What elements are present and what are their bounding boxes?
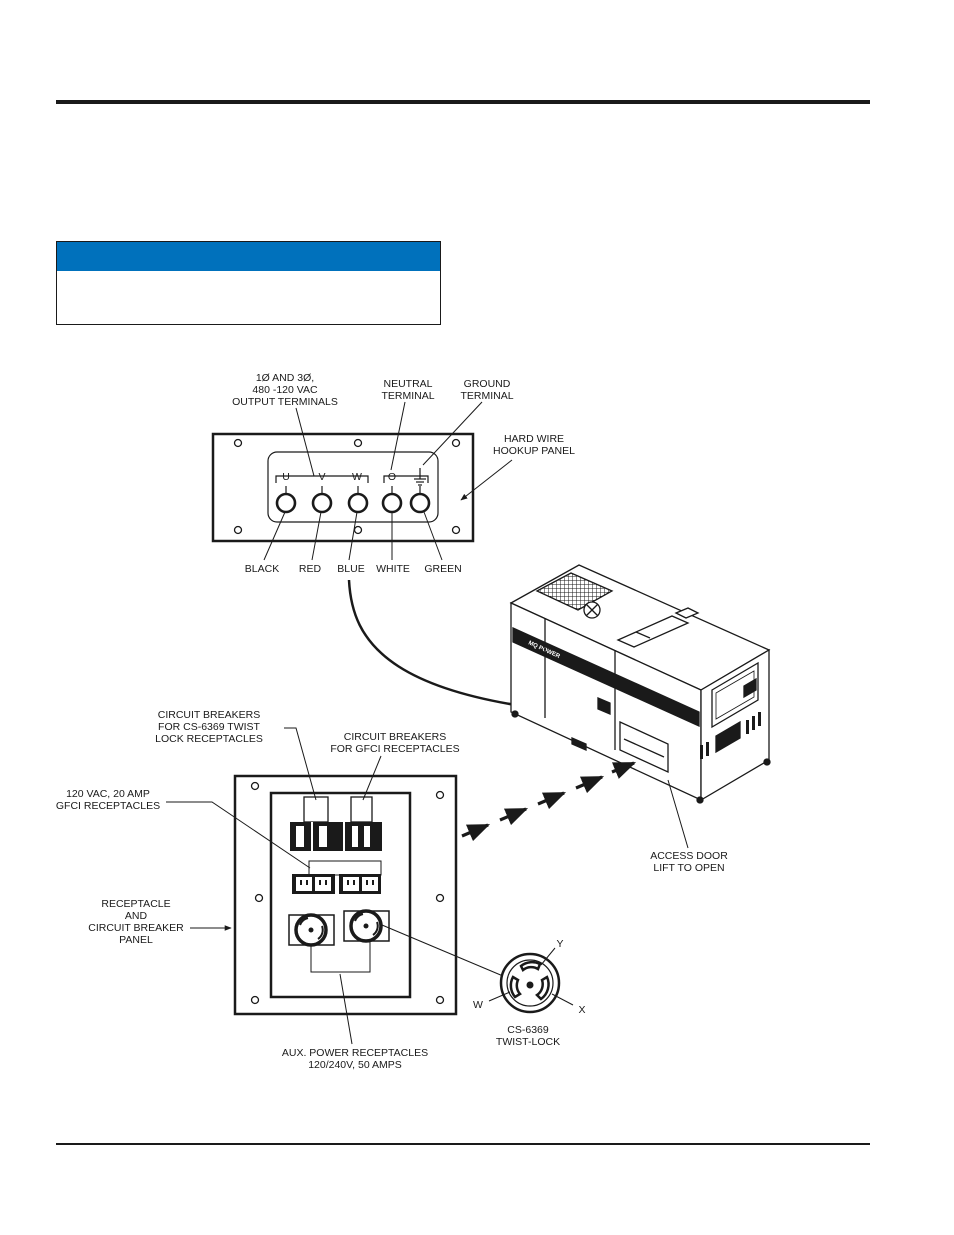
twist-lock-pin-x: X bbox=[578, 1004, 585, 1016]
ground-leader bbox=[422, 401, 483, 466]
receptacle-panel-label-line-3: CIRCUIT BREAKER bbox=[88, 922, 184, 934]
gfci-receptacles bbox=[292, 874, 381, 894]
terminal-w bbox=[347, 492, 369, 514]
receptacle-panel bbox=[233, 774, 458, 1016]
access-door bbox=[619, 720, 669, 774]
wire-label-white: WHITE bbox=[376, 563, 410, 575]
neutral-label-line-2: TERMINAL bbox=[381, 390, 434, 402]
hookup-panel: U V W O bbox=[211, 432, 475, 543]
breakers-twist-leader bbox=[284, 727, 317, 801]
hookup-panel-label-line-2: HOOKUP PANEL bbox=[493, 445, 575, 457]
terminal-ground bbox=[409, 492, 431, 514]
wire-label-green: GREEN bbox=[424, 563, 461, 575]
circuit-breakers bbox=[290, 796, 382, 851]
top-rule bbox=[56, 100, 870, 104]
twist-lock-label-line-1: CS-6369 bbox=[507, 1024, 549, 1036]
ground-label-line-1: GROUND bbox=[464, 378, 511, 390]
control-switch-icon bbox=[743, 677, 757, 699]
receptacle-panel-screws bbox=[250, 781, 445, 1005]
receptacle-panel-label-line-4: PANEL bbox=[119, 934, 153, 946]
access-door-leader bbox=[667, 779, 689, 849]
output-terminals-bracket bbox=[275, 475, 369, 483]
output-terminals-label-line-3: OUTPUT TERMINALS bbox=[232, 396, 338, 408]
gfci-leader bbox=[166, 801, 311, 869]
terminal-v bbox=[311, 492, 333, 514]
neutral-label-line-1: NEUTRAL bbox=[383, 378, 432, 390]
wire-label-red: RED bbox=[299, 563, 322, 575]
breakers-twist-label-line-3: LOCK RECEPTACLES bbox=[155, 733, 263, 745]
output-terminals-leader bbox=[295, 407, 315, 477]
wire-label-blue: BLUE bbox=[337, 563, 364, 575]
neutral-leader bbox=[390, 401, 406, 471]
breaker-twist-handle bbox=[303, 796, 329, 823]
front-vent bbox=[571, 737, 587, 751]
access-door-label-line-2: LIFT TO OPEN bbox=[653, 862, 724, 874]
wire-label-black: BLACK bbox=[245, 563, 279, 575]
twist-lock-plug-face-icon bbox=[499, 952, 561, 1014]
aux-leader bbox=[339, 973, 353, 1045]
ground-label-line-2: TERMINAL bbox=[460, 390, 513, 402]
terminal-u bbox=[275, 492, 297, 514]
aux-label-line-1: AUX. POWER RECEPTACLES bbox=[282, 1047, 428, 1059]
gfci-label-line-2: GFCI RECEPTACLES bbox=[56, 800, 160, 812]
terminal-letter-w: W bbox=[352, 471, 362, 483]
twist-lock-pin-y: Y bbox=[556, 938, 563, 950]
notice-box bbox=[56, 241, 441, 325]
output-terminals-label-line-2: 480 -120 VAC bbox=[252, 384, 318, 396]
end-badge bbox=[715, 720, 741, 754]
aux-bracket bbox=[310, 941, 371, 973]
terminal-letter-v: V bbox=[318, 471, 325, 483]
lifting-eye bbox=[674, 607, 700, 619]
hookup-panel-arrow bbox=[460, 459, 513, 501]
bottom-rule bbox=[56, 1143, 870, 1145]
breaker-gfci-handle bbox=[350, 796, 373, 823]
breakers-gfci-label-line-2: FOR GFCI RECEPTACLES bbox=[330, 743, 459, 755]
access-door-label-line-1: ACCESS DOOR bbox=[650, 850, 728, 862]
generator-stripe bbox=[512, 626, 700, 728]
terminal-neutral bbox=[381, 492, 403, 514]
twist-lock-receptacles bbox=[288, 909, 390, 973]
front-latch bbox=[597, 697, 611, 715]
breakers-twist-label-line-1: CIRCUIT BREAKERS bbox=[158, 709, 261, 721]
panel-screw-holes bbox=[233, 438, 461, 535]
terminal-letter-u: U bbox=[282, 471, 290, 483]
breakers-gfci-leader bbox=[362, 755, 382, 801]
breakers-gfci-label-line-1: CIRCUIT BREAKERS bbox=[344, 731, 447, 743]
hookup-panel-frame bbox=[211, 432, 475, 543]
output-terminals-label-line-1: 1Ø AND 3Ø, bbox=[256, 372, 314, 384]
neutral-ground-bracket bbox=[383, 475, 429, 483]
aux-label-line-2: 120/240V, 50 AMPS bbox=[308, 1059, 402, 1071]
end-vents bbox=[700, 712, 761, 759]
receptacle-panel-label-line-1: RECEPTACLE bbox=[101, 898, 170, 910]
breakers-twist-label-line-2: FOR CS-6369 TWIST bbox=[158, 721, 260, 733]
twist-lock-label-line-2: TWIST-LOCK bbox=[496, 1036, 560, 1048]
location-arrows bbox=[461, 761, 637, 842]
twist-lock-detail-leader bbox=[381, 924, 504, 977]
generator-illustration: MQ POWER bbox=[509, 564, 771, 804]
wire-leaders bbox=[263, 511, 443, 561]
terminal-letter-o: O bbox=[388, 471, 396, 483]
generator-top-grille bbox=[535, 572, 614, 611]
notice-header bbox=[57, 242, 440, 271]
top-access-panel bbox=[616, 615, 690, 648]
terminal-block-outline bbox=[267, 451, 439, 523]
ground-symbol-icon bbox=[414, 468, 426, 486]
twist-lock-pin-w: W bbox=[473, 999, 483, 1011]
hookup-panel-label-line-1: HARD WIRE bbox=[504, 433, 564, 445]
receptacle-panel-label-line-2: AND bbox=[125, 910, 148, 922]
gfci-label-line-1: 120 VAC, 20 AMP bbox=[66, 788, 150, 800]
